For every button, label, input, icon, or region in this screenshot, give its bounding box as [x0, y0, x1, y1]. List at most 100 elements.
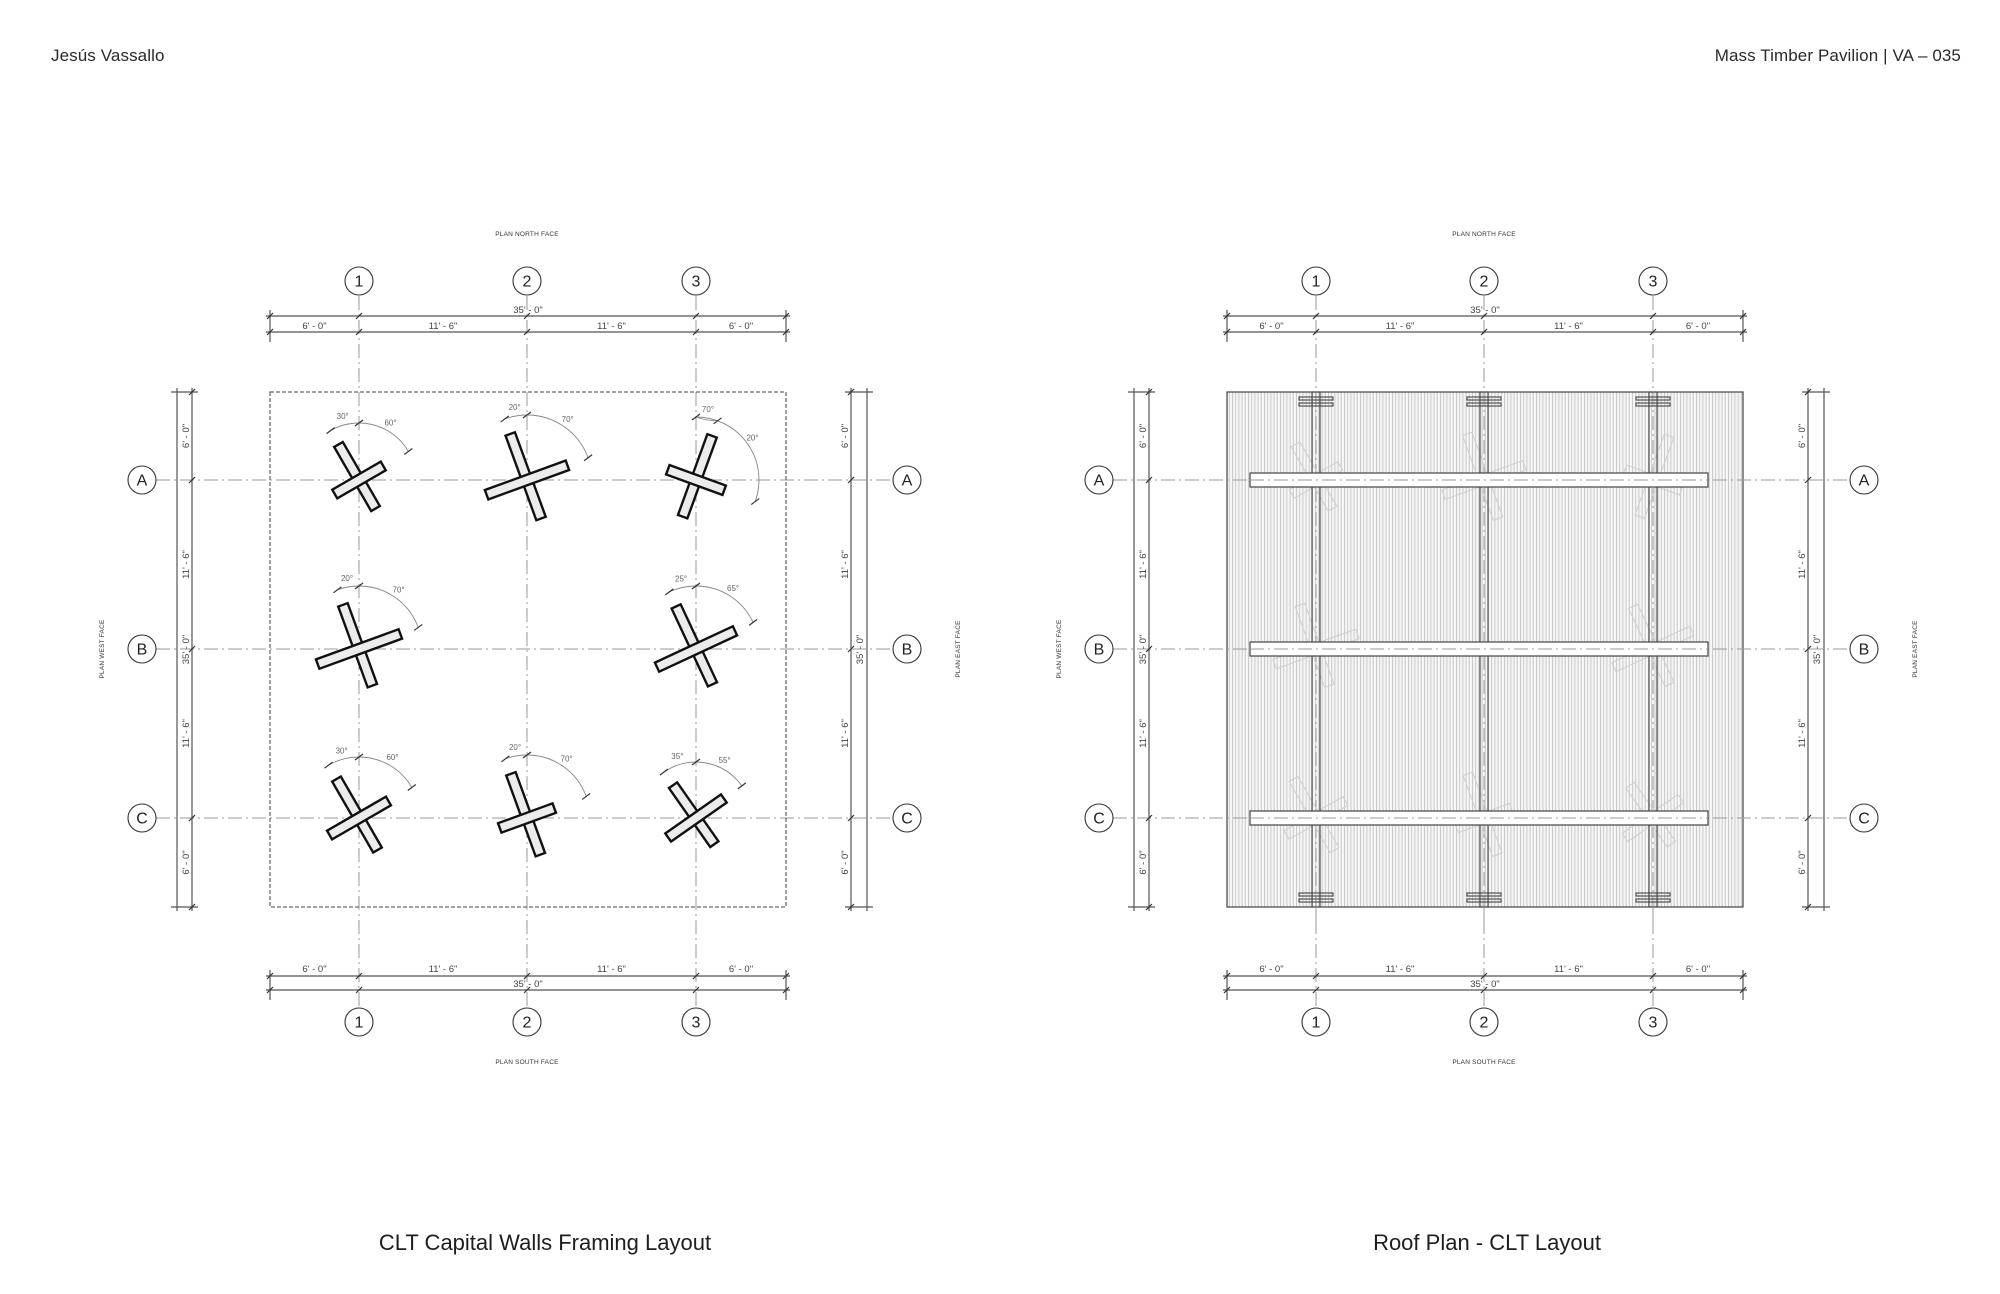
svg-text:2: 2 [523, 274, 532, 291]
beam-connector [1466, 402, 1502, 407]
svg-text:C: C [1858, 811, 1870, 828]
svg-text:B: B [1859, 642, 1870, 659]
angle-label: 70° [562, 415, 574, 424]
face-label-west: PLAN WEST FACE [99, 619, 106, 678]
dim-segment-top: 11' - 6" [429, 321, 458, 332]
dim-segment-right: 11' - 6" [1797, 719, 1808, 748]
dim-segment-right: 6' - 0" [840, 850, 851, 874]
angle-label: 60° [384, 418, 396, 427]
grid-bubble-A: A [1084, 465, 1114, 495]
angle-label: 20° [746, 433, 758, 442]
dim-segment-bottom: 11' - 6" [1554, 964, 1583, 975]
dim-segment-top: 11' - 6" [1554, 321, 1583, 332]
project-title: Mass Timber Pavilion | VA – 035 [1714, 46, 1961, 65]
dim-segment-bottom: 6' - 0" [729, 964, 753, 975]
grid-bubble-C: C [1849, 803, 1879, 833]
face-label-east: PLAN EAST FACE [955, 620, 962, 678]
roof-outline [269, 391, 787, 908]
grid-bubble-2: 2 [512, 266, 542, 296]
grid-bubble-1: 1 [1301, 1007, 1331, 1037]
svg-text:B: B [1094, 642, 1105, 659]
dim-segment-right: 11' - 6" [1797, 550, 1808, 579]
angle-label: 20° [509, 403, 521, 412]
dim-segment-right: 6' - 0" [840, 424, 851, 448]
grid-bubble-C: C [892, 803, 922, 833]
grid-bubble-3: 3 [681, 1007, 711, 1037]
angle-label: 20° [509, 743, 521, 752]
angle-label: 55° [719, 756, 731, 765]
svg-text:B: B [902, 642, 913, 659]
beam-connector [1635, 402, 1671, 407]
grid-bubble-A: A [127, 465, 157, 495]
dim-segment-left: 6' - 0" [1138, 424, 1149, 448]
grid-bubble-C: C [1084, 803, 1114, 833]
roof-plan: 35' - 0" 6' - 0" 11' - 6" 11' - 6" 6' - 0" 35… [1056, 231, 1919, 1066]
svg-text:1: 1 [1312, 274, 1321, 291]
dim-overall-top: 35' - 0" [1470, 305, 1499, 316]
grid-bubble-2: 2 [1469, 266, 1499, 296]
svg-text:A: A [1859, 473, 1870, 490]
dim-segment-bottom: 6' - 0" [1686, 964, 1710, 975]
dim-segment-bottom: 11' - 6" [597, 964, 626, 975]
svg-text:A: A [137, 473, 148, 490]
grid-bubble-3: 3 [1638, 266, 1668, 296]
dim-segment-top: 11' - 6" [1386, 321, 1415, 332]
svg-text:3: 3 [692, 1015, 701, 1032]
capital-wall-B3: 25°65° [653, 575, 758, 689]
dim-overall-bottom: 35' - 0" [513, 979, 542, 990]
dim-segment-top: 11' - 6" [597, 321, 626, 332]
svg-text:1: 1 [355, 274, 364, 291]
dim-overall-bottom: 35' - 0" [1470, 979, 1499, 990]
capital-wall-C3: 35° 55° [659, 752, 747, 849]
beam-connector [1298, 402, 1334, 407]
svg-text:1: 1 [1312, 1015, 1321, 1032]
beam-connector [1466, 396, 1502, 401]
face-label-south: PLAN SOUTH FACE [495, 1059, 559, 1066]
grid-bubble-A: A [1849, 465, 1879, 495]
caption-roof-plan: Roof Plan - CLT Layout [1373, 1230, 1601, 1255]
author-name: Jesús Vassallo [51, 46, 165, 65]
svg-text:C: C [136, 811, 148, 828]
face-label-north: PLAN NORTH FACE [1452, 231, 1516, 238]
dim-segment-bottom: 11' - 6" [1386, 964, 1415, 975]
beam-connector [1298, 898, 1334, 903]
capital-wall-C2: 20°70° [496, 743, 591, 858]
dim-segment-bottom: 6' - 0" [1259, 964, 1283, 975]
dim-segment-right: 11' - 6" [840, 550, 851, 579]
angle-label: 35° [671, 752, 683, 761]
capital-wall-A1: 30° 60° [326, 412, 413, 513]
beam-connector [1298, 892, 1334, 897]
svg-text:A: A [902, 473, 913, 490]
dim-overall-left: 35' - 0" [1138, 635, 1149, 664]
capital-wall-B1: 20°70° [314, 574, 423, 689]
beam-connector [1635, 396, 1671, 401]
face-label-west: PLAN WEST FACE [1056, 619, 1063, 678]
angle-label: 30° [336, 746, 348, 755]
grid-bubble-B: B [127, 634, 157, 664]
dim-overall-left: 35' - 0" [181, 635, 192, 664]
svg-text:2: 2 [523, 1015, 532, 1032]
dim-overall-right: 35' - 0" [1812, 635, 1823, 664]
grid-bubble-3: 3 [1638, 1007, 1668, 1037]
face-label-east: PLAN EAST FACE [1912, 620, 1919, 678]
dim-segment-top: 6' - 0" [729, 321, 753, 332]
grid-bubble-3: 3 [681, 266, 711, 296]
dim-segment-top: 6' - 0" [1259, 321, 1283, 332]
dim-segment-left: 6' - 0" [1138, 850, 1149, 874]
svg-text:A: A [1094, 473, 1105, 490]
grid-bubble-C: C [127, 803, 157, 833]
face-label-south: PLAN SOUTH FACE [1452, 1059, 1516, 1066]
angle-label: 30° [337, 412, 349, 421]
grid-bubble-B: B [1084, 634, 1114, 664]
dim-segment-left: 11' - 6" [181, 719, 192, 748]
dim-segment-left: 11' - 6" [1138, 550, 1149, 579]
grid-bubble-B: B [892, 634, 922, 664]
grid-bubble-1: 1 [344, 1007, 374, 1037]
caption-capital-walls: CLT Capital Walls Framing Layout [378, 1230, 712, 1255]
dim-segment-bottom: 6' - 0" [302, 964, 326, 975]
angle-label: 25° [675, 575, 687, 584]
svg-text:3: 3 [692, 274, 701, 291]
dim-overall-right: 35' - 0" [855, 635, 866, 664]
svg-text:C: C [901, 811, 913, 828]
angle-label: 70° [702, 405, 714, 414]
